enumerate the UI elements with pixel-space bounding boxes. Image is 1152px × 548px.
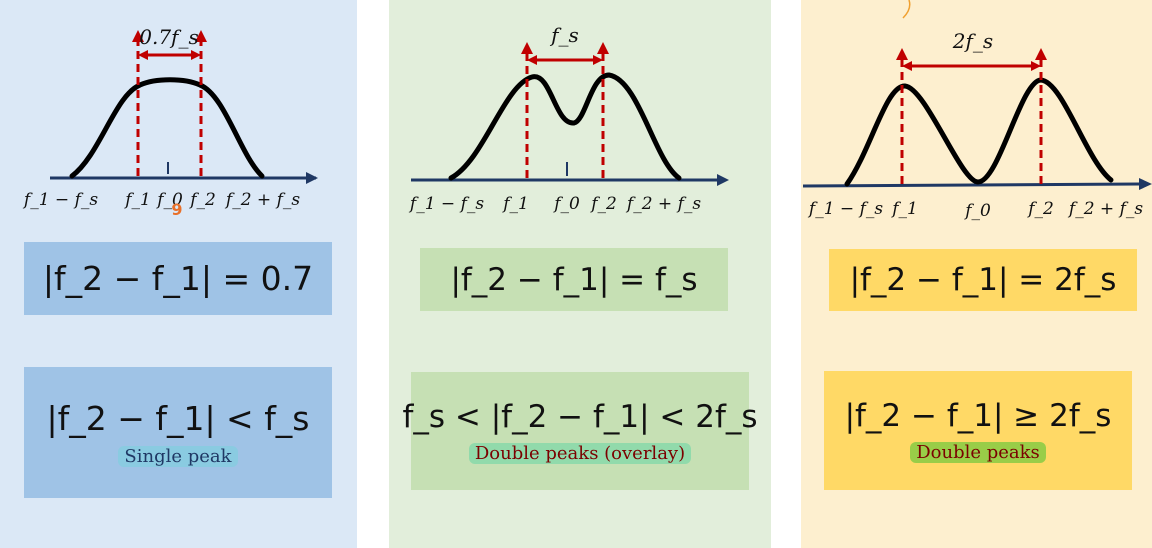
separation-arrow-left xyxy=(138,50,148,60)
condition-box: |f_2 − f_1| ≥ 2f_s Double peaks xyxy=(824,371,1132,490)
tick-f1: f_1 xyxy=(123,190,151,210)
overlay-peak-curve xyxy=(448,72,682,181)
equality-box: |f_2 − f_1| = 0.7 xyxy=(24,242,332,315)
condition-box: |f_2 − f_1| < f_s Single peak xyxy=(24,367,332,498)
tick-f0: f_0 xyxy=(552,194,580,214)
panel-double-peak-overlay: f_s f_1 − f_s f_1 f_0 f_2 f_2 + f_s |f_2… xyxy=(389,0,771,548)
separation-arrow-right xyxy=(1031,61,1041,71)
double-peak-diagram: 2f_s f_1 − f_s f_1 f_0 f_2 f_2 + f_s xyxy=(802,0,1152,221)
frequency-axis xyxy=(802,182,1140,188)
panel-single-peak: 0.7f_s f_1 − f_s f_1 f_0 f_2 f_2 + f_s 9… xyxy=(0,0,357,548)
equality-box: |f_2 − f_1| = f_s xyxy=(420,248,728,311)
tick-f1-minus-fs: f_1 − f_s xyxy=(408,194,484,214)
separation-arrow-left xyxy=(527,55,537,65)
separation-arrow-right xyxy=(191,50,201,60)
tick-f1-minus-fs: f_1 − f_s xyxy=(22,190,98,210)
separation-arrow-right xyxy=(593,55,603,65)
single-peak-curve xyxy=(69,77,265,179)
tick-f0: f_0 xyxy=(155,190,183,210)
axis-arrowhead xyxy=(306,172,318,184)
separation-label: f_s xyxy=(549,23,579,47)
tick-f1-minus-fs: f_1 − f_s xyxy=(807,199,883,219)
f2-arrowhead xyxy=(597,42,609,54)
condition-box: f_s < |f_2 − f_1| < 2f_s Double peaks (o… xyxy=(402,372,758,490)
separation-label: 0.7f_s xyxy=(139,25,198,49)
condition-text: |f_2 − f_1| ≥ 2f_s xyxy=(844,398,1112,434)
tick-f2: f_2 xyxy=(188,190,216,210)
tick-f2: f_2 xyxy=(589,194,617,214)
overlay-peak-diagram: f_s f_1 − f_s f_1 f_0 f_2 f_2 + f_s xyxy=(408,23,729,214)
equality-text: |f_2 − f_1| = f_s xyxy=(450,261,698,298)
f2-arrowhead xyxy=(195,30,207,42)
handwritten-stroke xyxy=(902,0,911,19)
tick-f2-plus-fs: f_2 + f_s xyxy=(625,194,701,214)
f2-arrowhead xyxy=(1035,48,1047,60)
equality-text: |f_2 − f_1| = 2f_s xyxy=(849,262,1117,298)
equality-text: |f_2 − f_1| = 0.7 xyxy=(42,259,314,298)
description-label: Double peaks xyxy=(910,442,1046,463)
description-label: Double peaks (overlay) xyxy=(468,442,692,464)
separation-arrow-left xyxy=(902,61,912,71)
f1-arrowhead xyxy=(521,42,533,54)
tick-f1: f_1 xyxy=(890,199,918,219)
f1-arrowhead xyxy=(896,48,908,60)
axis-arrowhead xyxy=(717,174,729,186)
axis-arrowhead xyxy=(1139,178,1152,190)
f1-arrowhead xyxy=(132,30,144,42)
condition-text: |f_2 − f_1| < f_s xyxy=(46,398,310,438)
tick-f2-plus-fs: f_2 + f_s xyxy=(1067,199,1143,219)
condition-text: f_s < |f_2 − f_1| < 2f_s xyxy=(402,398,758,435)
description-label: Single peak xyxy=(118,445,238,467)
tick-f2-plus-fs: f_2 + f_s xyxy=(224,190,300,210)
tick-f0: f_0 xyxy=(963,201,991,221)
handwritten-mark: 9 xyxy=(171,200,182,219)
single-peak-diagram: 0.7f_s f_1 − f_s f_1 f_0 f_2 f_2 + f_s 9 xyxy=(22,25,318,219)
panel-double-peaks: 2f_s f_1 − f_s f_1 f_0 f_2 f_2 + f_s |f_… xyxy=(801,0,1152,548)
double-peak-curve xyxy=(844,77,1114,187)
separation-label: 2f_s xyxy=(952,29,993,53)
tick-f1: f_1 xyxy=(501,194,529,214)
equality-box: |f_2 − f_1| = 2f_s xyxy=(829,249,1137,311)
tick-f2: f_2 xyxy=(1026,199,1054,219)
